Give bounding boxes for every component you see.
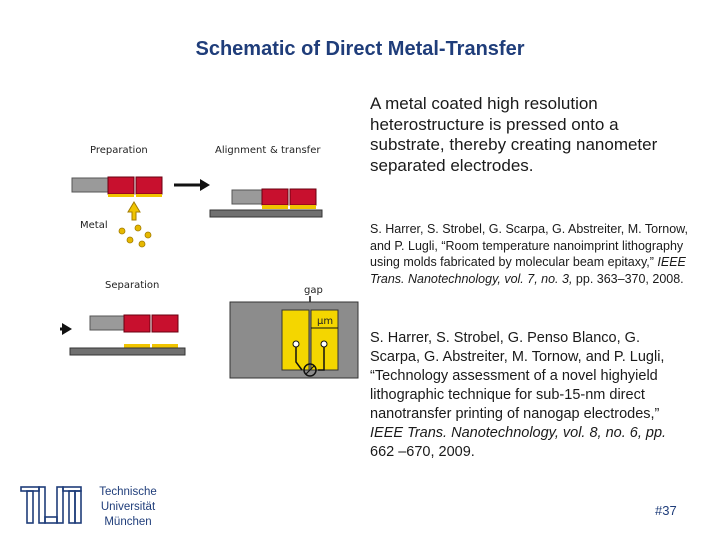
label-transfer: & transfer — [270, 145, 321, 156]
label-metal: Metal — [80, 220, 108, 231]
reference-2-journal: IEEE Trans. Nanotechnology, vol. 8, no. … — [370, 425, 667, 441]
label-alignment: Alignment — [215, 145, 266, 156]
arrow-right-icon — [174, 179, 210, 191]
metal-layer — [262, 205, 288, 209]
label-gap: gap — [304, 285, 323, 296]
page-number: #37 — [655, 503, 677, 518]
ammeter-icon — [303, 363, 317, 377]
university-line-3: München — [104, 516, 152, 528]
label-um: µm — [317, 316, 333, 327]
metal-layer — [290, 205, 316, 209]
substrate — [69, 347, 186, 356]
mold-block — [107, 176, 135, 195]
university-name: Technische Universität München — [88, 485, 168, 530]
mold-block — [123, 314, 151, 333]
summary-text: A metal coated high resolution heterostr… — [370, 94, 658, 175]
arrow-right-icon — [60, 323, 72, 335]
metal-transfer-diagram: Preparation Metal Alignment & transfer S… — [60, 145, 359, 379]
metal-particles — [118, 224, 152, 248]
reference-2-text: S. Harrer, S. Strobel, G. Penso Blanco, … — [370, 330, 665, 422]
tum-logo — [20, 486, 82, 524]
reference-1-pages: pp. 363–370, 2008. — [572, 271, 684, 286]
university-line-2: Universität — [100, 501, 156, 513]
reference-1: S. Harrer, S. Strobel, G. Scarpa, G. Abs… — [370, 221, 688, 287]
university-line-1: Technische — [99, 486, 157, 498]
mold-block — [135, 176, 163, 195]
metal-layer — [136, 194, 162, 197]
label-separation: Separation — [105, 280, 159, 291]
electrode — [124, 344, 150, 348]
electrode — [152, 344, 178, 348]
label-preparation: Preparation — [90, 145, 148, 156]
slide-title: Schematic of Direct Metal-Transfer — [195, 38, 525, 60]
reference-2-pages: 662 –670, 2009. — [370, 444, 475, 460]
reference-1-text: S. Harrer, S. Strobel, G. Scarpa, G. Abs… — [370, 222, 688, 269]
mold-block — [151, 314, 179, 333]
reference-2: S. Harrer, S. Strobel, G. Penso Blanco, … — [370, 329, 676, 462]
mold-block — [261, 188, 289, 206]
mold-block — [289, 188, 317, 206]
reference-1-journal: IEEE Trans. Nanotechnology, vol. 7, no. … — [370, 255, 686, 286]
arrow-up-icon — [127, 201, 141, 221]
metal-layer — [108, 194, 134, 197]
substrate — [209, 209, 323, 218]
